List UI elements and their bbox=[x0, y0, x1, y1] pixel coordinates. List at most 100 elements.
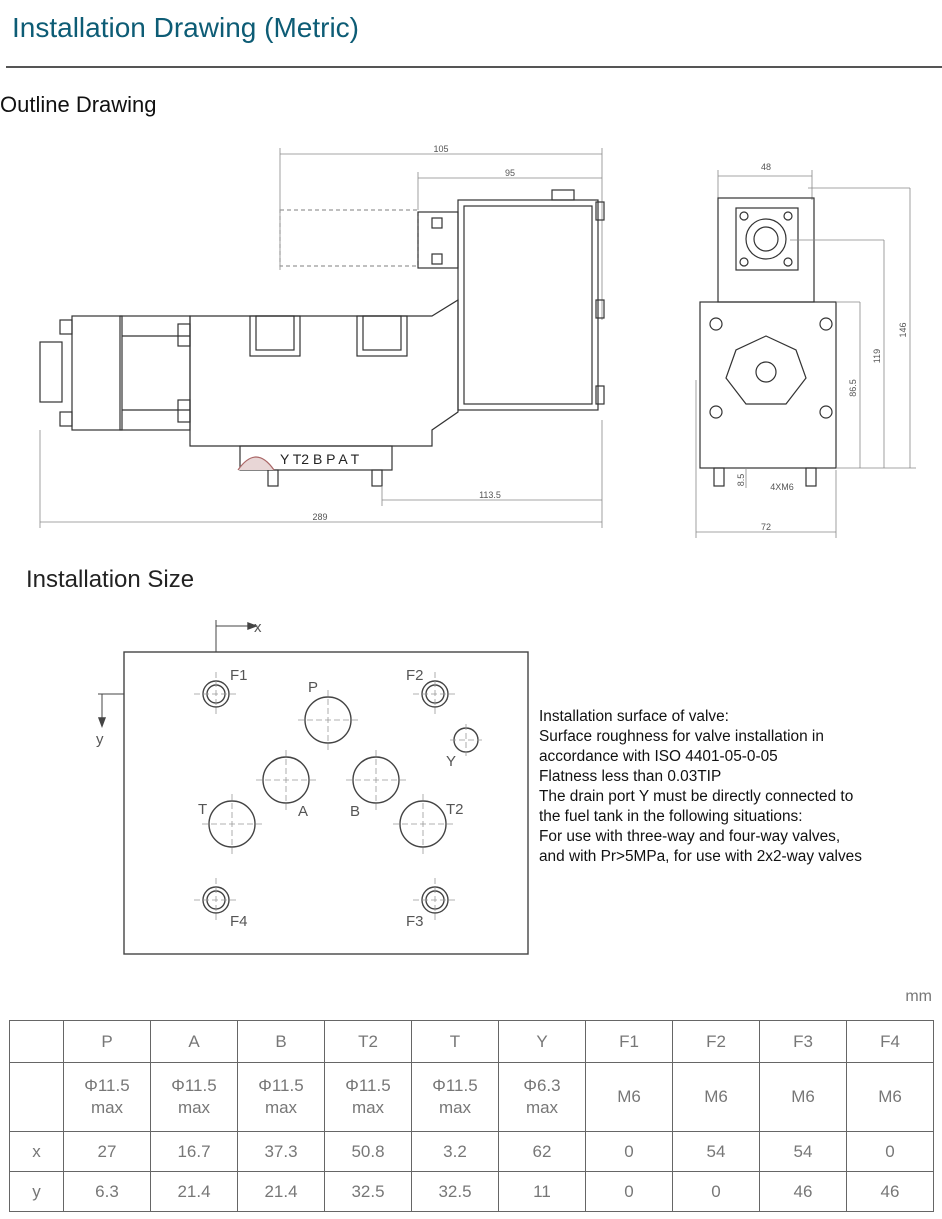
unit-label: mm bbox=[905, 988, 932, 1005]
outline-drawing-heading: Outline Drawing bbox=[0, 92, 157, 117]
dim-48: 48 bbox=[761, 162, 771, 172]
dim-8-5: 8.5 bbox=[736, 474, 746, 487]
table-cell: 0 bbox=[585, 1171, 673, 1212]
note-line: accordance with ISO 4401-05-0-05 bbox=[539, 748, 778, 765]
table-header-cell bbox=[9, 1020, 64, 1063]
table-cell: Φ11.5 max bbox=[324, 1062, 412, 1132]
port-label-P: P bbox=[308, 679, 318, 696]
table-cell: 37.3 bbox=[237, 1131, 325, 1172]
note-line: Flatness less than 0.03TIP bbox=[539, 768, 722, 785]
table-cell: 46 bbox=[759, 1171, 847, 1212]
size-suffix: max bbox=[438, 1098, 472, 1117]
table-cell: 16.7 bbox=[150, 1131, 238, 1172]
table-header-cell: T2 bbox=[324, 1020, 412, 1063]
title-divider bbox=[6, 66, 942, 68]
size-suffix: max bbox=[177, 1098, 211, 1117]
port-labels: Y T2 B P A T bbox=[280, 451, 360, 467]
table-header-cell: F4 bbox=[846, 1020, 934, 1063]
dim-72: 72 bbox=[761, 522, 771, 532]
port-label-T2: T2 bbox=[446, 801, 464, 818]
table-cell: 62 bbox=[498, 1131, 586, 1172]
size-suffix: max bbox=[90, 1098, 124, 1117]
table-cell: 32.5 bbox=[411, 1171, 499, 1212]
table-cell: M6 bbox=[759, 1062, 847, 1132]
installation-face-drawing: x y F1 F2 F3 F4 P A B T T2 Y bbox=[96, 619, 529, 955]
table-cell: 50.8 bbox=[324, 1131, 412, 1172]
table-header-cell: B bbox=[237, 1020, 325, 1063]
table-cell: 27 bbox=[63, 1131, 151, 1172]
table-cell: 6.3 bbox=[63, 1171, 151, 1212]
table-cell: M6 bbox=[846, 1062, 934, 1132]
note-line: the fuel tank in the following situation… bbox=[539, 808, 803, 825]
table-cell: 0 bbox=[672, 1171, 760, 1212]
thread-spec: 4XM6 bbox=[770, 482, 794, 492]
table-cell: Φ6.3 max bbox=[498, 1062, 586, 1132]
table-cell: 32.5 bbox=[324, 1171, 412, 1212]
table-header-cell: A bbox=[150, 1020, 238, 1063]
table-header-cell: F2 bbox=[672, 1020, 760, 1063]
outline-drawing: 105 95 289 113.5 Y T2 B P A T 48 146 119 bbox=[39, 144, 916, 538]
port-label-A: A bbox=[298, 803, 308, 820]
note-line: For use with three-way and four-way valv… bbox=[539, 828, 841, 845]
size-value: Φ11.5 bbox=[432, 1076, 478, 1095]
axis-x-label: x bbox=[254, 619, 262, 636]
axis-y-label: y bbox=[96, 731, 104, 748]
table-cell: 3.2 bbox=[411, 1131, 499, 1172]
table-cell: 0 bbox=[846, 1131, 934, 1172]
dim-86-5: 86.5 bbox=[848, 379, 858, 397]
table-header-cell: T bbox=[411, 1020, 499, 1063]
table-cell: 54 bbox=[759, 1131, 847, 1172]
dim-146: 146 bbox=[898, 322, 908, 337]
port-label-F3: F3 bbox=[406, 913, 424, 930]
table-row-x: x 27 16.7 37.3 50.8 3.2 62 0 54 54 0 bbox=[9, 1131, 934, 1172]
table-cell: Φ11.5 max bbox=[411, 1062, 499, 1132]
dim-105: 105 bbox=[433, 144, 448, 154]
table-header-cell: F1 bbox=[585, 1020, 673, 1063]
size-suffix: max bbox=[264, 1098, 298, 1117]
table-cell: 21.4 bbox=[237, 1171, 325, 1212]
table-cell bbox=[9, 1062, 64, 1132]
dim-113-5: 113.5 bbox=[479, 490, 501, 500]
port-label-F2: F2 bbox=[406, 667, 424, 684]
note-line: and with Pr>5MPa, for use with 2x2-way v… bbox=[539, 848, 862, 865]
installation-size-heading: Installation Size bbox=[26, 566, 195, 593]
port-label-T: T bbox=[198, 801, 207, 818]
size-value: Φ11.5 bbox=[258, 1076, 304, 1095]
size-value: Φ11.5 bbox=[171, 1076, 217, 1095]
note-line: The drain port Y must be directly connec… bbox=[539, 788, 854, 805]
size-suffix: max bbox=[525, 1098, 559, 1117]
dim-289: 289 bbox=[312, 512, 327, 522]
table-cell: Φ11.5 max bbox=[237, 1062, 325, 1132]
table-header-cell: F3 bbox=[759, 1020, 847, 1063]
dim-95: 95 bbox=[505, 168, 515, 178]
port-label-Y: Y bbox=[446, 753, 456, 770]
installation-notes: Installation surface of valve: Surface r… bbox=[539, 707, 939, 867]
dim-119: 119 bbox=[872, 349, 882, 363]
table-header-cell: Y bbox=[498, 1020, 586, 1063]
size-suffix: max bbox=[351, 1098, 385, 1117]
table-header-row: P A B T2 T Y F1 F2 F3 F4 bbox=[9, 1020, 934, 1063]
valve-side-view bbox=[39, 148, 605, 528]
table-cell: M6 bbox=[672, 1062, 760, 1132]
table-cell: 21.4 bbox=[150, 1171, 238, 1212]
table-row-label: y bbox=[9, 1171, 64, 1212]
size-value: Φ11.5 bbox=[345, 1076, 391, 1095]
table-cell: 46 bbox=[846, 1171, 934, 1212]
centerlines bbox=[194, 672, 482, 922]
size-value: Φ6.3 bbox=[523, 1076, 561, 1095]
table-cell: 0 bbox=[585, 1131, 673, 1172]
page-title: Installation Drawing (Metric) bbox=[12, 12, 359, 43]
table-header-cell: P bbox=[63, 1020, 151, 1063]
valve-end-view bbox=[695, 170, 916, 538]
table-cell: 54 bbox=[672, 1131, 760, 1172]
table-row-label: x bbox=[9, 1131, 64, 1172]
port-label-F4: F4 bbox=[230, 913, 248, 930]
port-label-B: B bbox=[350, 803, 360, 820]
table-row-y: y 6.3 21.4 21.4 32.5 32.5 11 0 0 46 46 bbox=[9, 1171, 934, 1212]
port-dimensions-table: P A B T2 T Y F1 F2 F3 F4 Φ11.5 max Φ11.5 m… bbox=[9, 1020, 934, 1212]
table-cell: Φ11.5 max bbox=[150, 1062, 238, 1132]
port-holes bbox=[202, 680, 479, 914]
table-cell: M6 bbox=[585, 1062, 673, 1132]
